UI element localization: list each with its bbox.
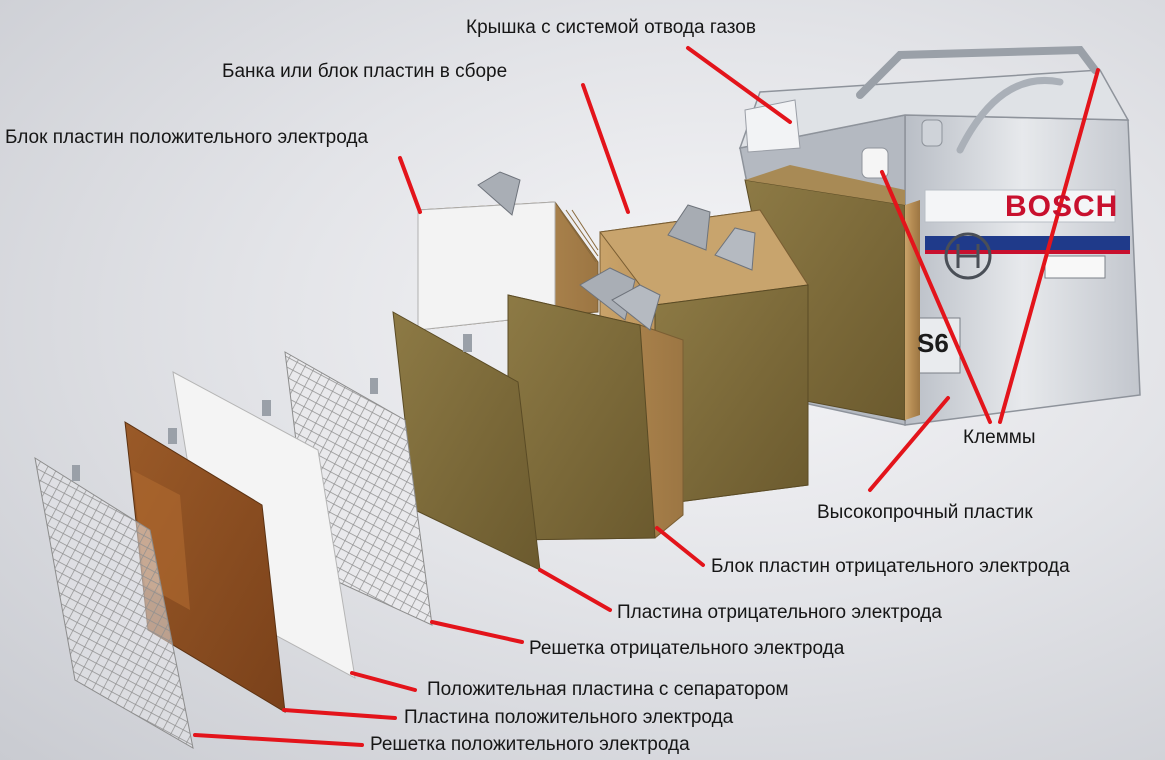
label-cell-assembly: Банка или блок пластин в сборе (222, 61, 508, 82)
label-lid-gas-vent: Крышка с системой отвода газов (466, 17, 756, 38)
brand-logo-text: BOSCH (1005, 190, 1119, 223)
battery-model-text: S6 (917, 328, 949, 358)
label-positive-plate: Пластина положительного электрода (404, 707, 734, 728)
leader-line-negative-grid (430, 620, 524, 644)
label-positive-grid: Решетка положительного электрода (370, 734, 690, 755)
label-positive-block: Блок пластин положительного электрода (5, 127, 369, 148)
leader-line-negative-plate (538, 568, 612, 612)
leader-line-cell (581, 83, 630, 214)
leader-line-positive-plate (282, 708, 397, 720)
leader-line-lid (686, 46, 792, 124)
label-terminals: Клеммы (963, 427, 1036, 448)
label-negative-plate: Пластина отрицательного электрода (617, 602, 942, 623)
leader-line-positive-separator (350, 671, 417, 692)
negative-plate-block (507, 267, 684, 541)
positive-electrode-grid (34, 456, 194, 749)
label-case-plastic: Высокопрочный пластик (817, 502, 1033, 523)
leader-lines (193, 46, 1100, 747)
leader-line-terminal-2 (998, 68, 1100, 424)
leader-line-positive-block (398, 156, 422, 214)
label-negative-block: Блок пластин отрицательного электрода (711, 556, 1070, 577)
leader-line-positive-grid (193, 733, 364, 747)
label-negative-grid: Решетка отрицательного электрода (529, 638, 845, 659)
leader-line-case (868, 396, 950, 492)
leader-line-terminal-1 (880, 170, 992, 424)
leader-line-negative-block (655, 526, 705, 567)
label-positive-plate-separator: Положительная пластина с сепаратором (427, 679, 789, 700)
